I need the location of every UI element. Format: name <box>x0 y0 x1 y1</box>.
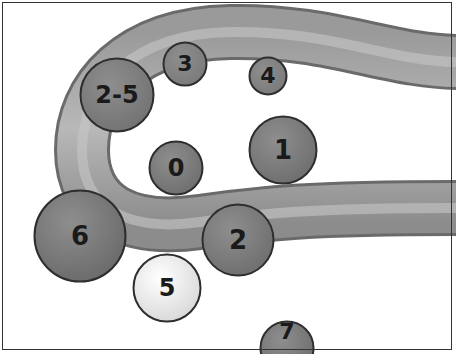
station-circle: 7 <box>259 320 315 354</box>
station-circle: 0 <box>148 140 204 196</box>
station-circle: 2-5 <box>79 57 155 133</box>
station-number: 6 <box>71 223 89 249</box>
station-circle: 6 <box>33 189 127 283</box>
station-number: 3 <box>177 53 192 75</box>
station-number: 2 <box>229 227 247 253</box>
station-circle: 2 <box>201 203 275 277</box>
station-number: 1 <box>274 137 292 163</box>
station-number: 7 <box>279 321 294 343</box>
station-number: 5 <box>159 276 176 300</box>
station-number: 4 <box>260 65 275 87</box>
station-circle: 1 <box>248 115 318 185</box>
station-circle: 3 <box>162 41 208 87</box>
station-number: 2-5 <box>95 83 138 107</box>
image-border <box>2 2 452 350</box>
station-number: 0 <box>168 156 185 180</box>
station-circle: 5 <box>132 253 202 323</box>
station-circle: 4 <box>248 56 288 96</box>
